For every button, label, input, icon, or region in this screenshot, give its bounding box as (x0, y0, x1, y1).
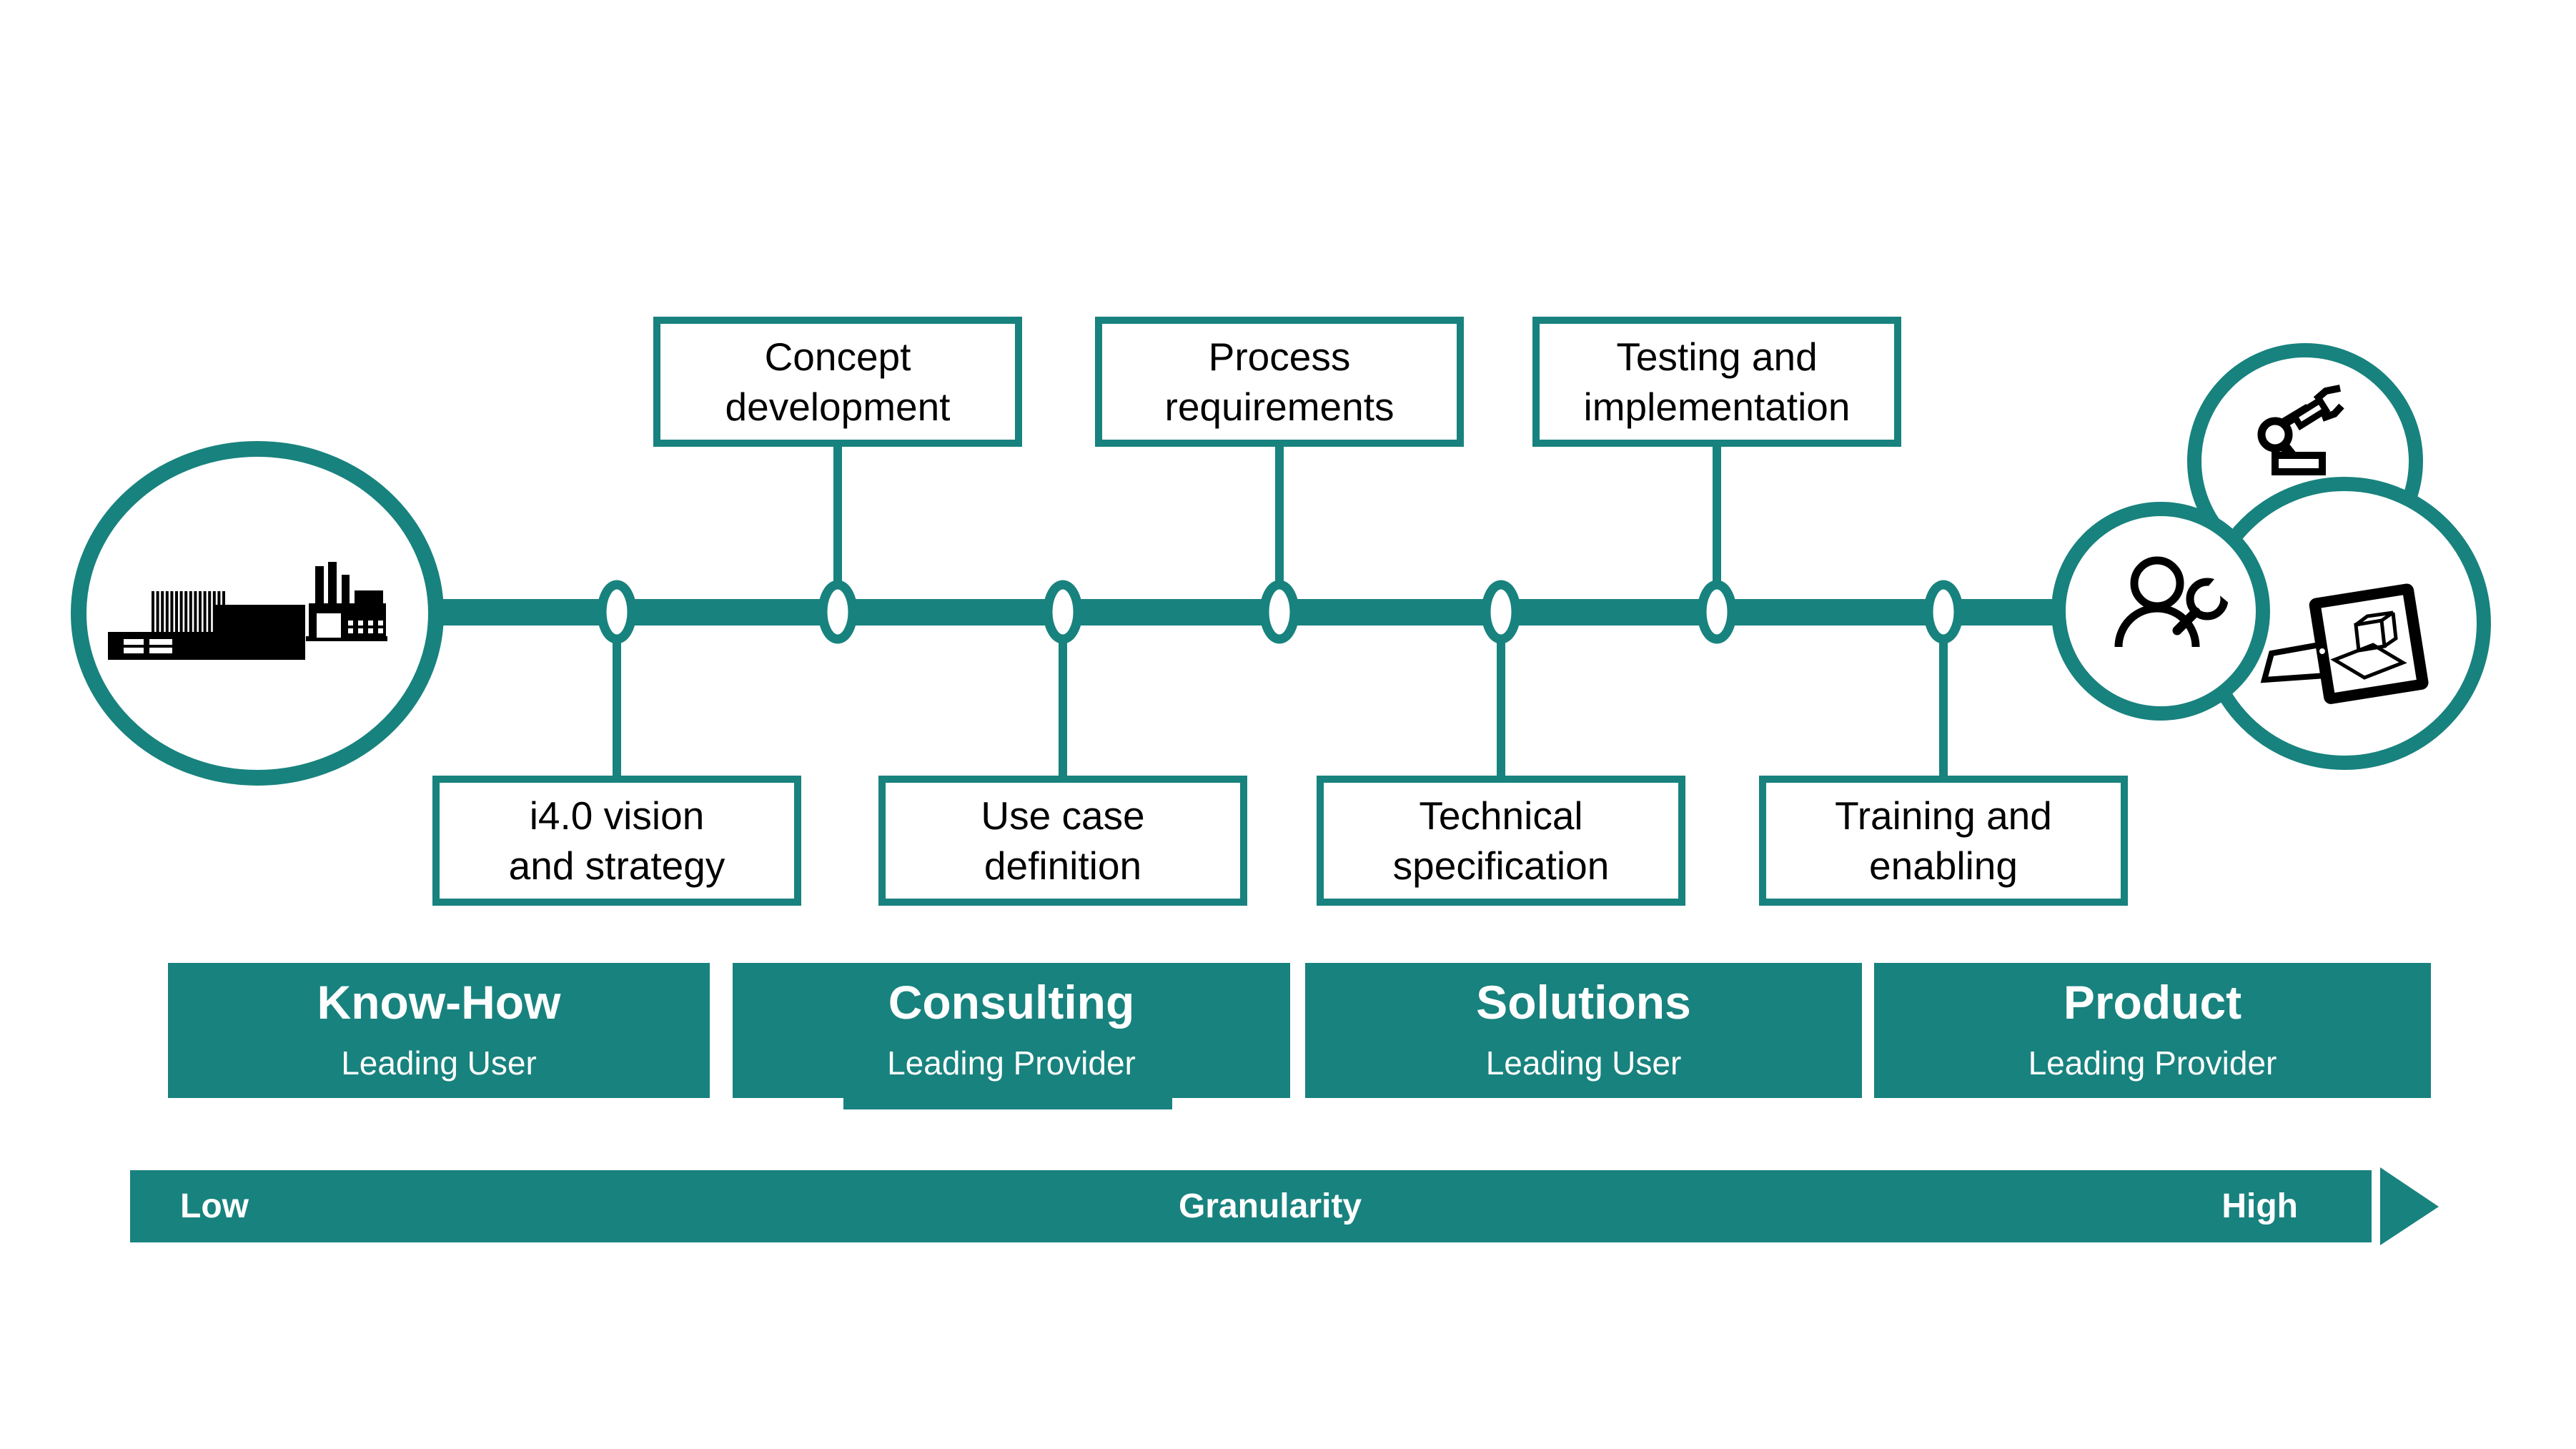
factory-icon (108, 562, 387, 660)
consulting-band-bottom-strip (843, 1098, 1172, 1109)
timeline-nodes (597, 580, 1963, 644)
connector-technical-spec (1497, 610, 1505, 779)
timeline-node-2 (818, 580, 858, 644)
connector-process-requirements (1275, 445, 1284, 613)
step-box-i40-vision-strategy: i4.0 vision and strategy (432, 776, 801, 906)
granularity-arrowhead-icon (2380, 1167, 2439, 1245)
step-label: Use case (981, 793, 1145, 838)
robot-arm-icon (2257, 385, 2344, 475)
timeline-node-7 (1923, 580, 1963, 644)
timeline-node-3 (1043, 580, 1083, 644)
timeline-node-4 (1259, 580, 1299, 644)
phase-subtitle: Leading User (341, 1044, 537, 1082)
connector-i40-vision (613, 610, 621, 779)
step-label: Training and (1835, 793, 2052, 838)
phase-band-consulting: Consulting Leading Provider (733, 963, 1290, 1098)
step-box-training-enabling: Training and enabling (1759, 776, 2128, 906)
step-label: Technical (1419, 793, 1583, 838)
step-box-technical-specification: Technical specification (1317, 776, 1685, 906)
timeline-node-1 (597, 580, 637, 644)
step-label: Concept (764, 334, 911, 379)
timeline-node-6 (1697, 580, 1737, 644)
step-label: implementation (1583, 385, 1851, 429)
step-box-process-requirements: Process requirements (1095, 317, 1464, 447)
granularity-axis-bar (130, 1170, 2372, 1242)
step-box-use-case-definition: Use case definition (878, 776, 1247, 906)
step-box-testing-implementation: Testing and implementation (1532, 317, 1901, 447)
granularity-high-label: High (2221, 1187, 2298, 1225)
step-label: Testing and (1616, 334, 1818, 379)
phase-title: Consulting (888, 976, 1135, 1029)
connector-use-case (1059, 610, 1067, 779)
step-label: specification (1392, 844, 1610, 888)
phase-band-solutions: Solutions Leading User (1305, 963, 1862, 1098)
phase-subtitle: Leading Provider (887, 1044, 1136, 1082)
step-label: requirements (1164, 385, 1394, 429)
timeline-bar (257, 599, 2109, 625)
tablet-ar-icon (2260, 583, 2429, 704)
connector-concept-development (833, 445, 842, 613)
phase-band-know-how: Know-How Leading User (168, 963, 710, 1098)
step-label: and strategy (508, 844, 725, 888)
phase-subtitle: Leading Provider (2028, 1044, 2277, 1082)
step-label: definition (984, 844, 1142, 888)
phase-title: Solutions (1476, 976, 1691, 1029)
step-label: Process (1208, 334, 1351, 379)
phase-band-product: Product Leading Provider (1874, 963, 2431, 1098)
step-label: i4.0 vision (529, 793, 705, 838)
person-wrench-icon (2114, 556, 2238, 648)
step-label: development (725, 385, 951, 429)
connector-testing-implementation (1713, 445, 1721, 613)
phase-subtitle: Leading User (1485, 1044, 1682, 1082)
granularity-axis-title: Granularity (1178, 1187, 1362, 1225)
step-label: enabling (1869, 844, 2018, 888)
phase-title: Know-How (317, 976, 561, 1029)
timeline-node-5 (1481, 580, 1521, 644)
step-box-concept-development: Concept development (653, 317, 1022, 447)
granularity-low-label: Low (180, 1187, 249, 1225)
phase-title: Product (2063, 976, 2242, 1029)
connector-training (1939, 610, 1948, 779)
